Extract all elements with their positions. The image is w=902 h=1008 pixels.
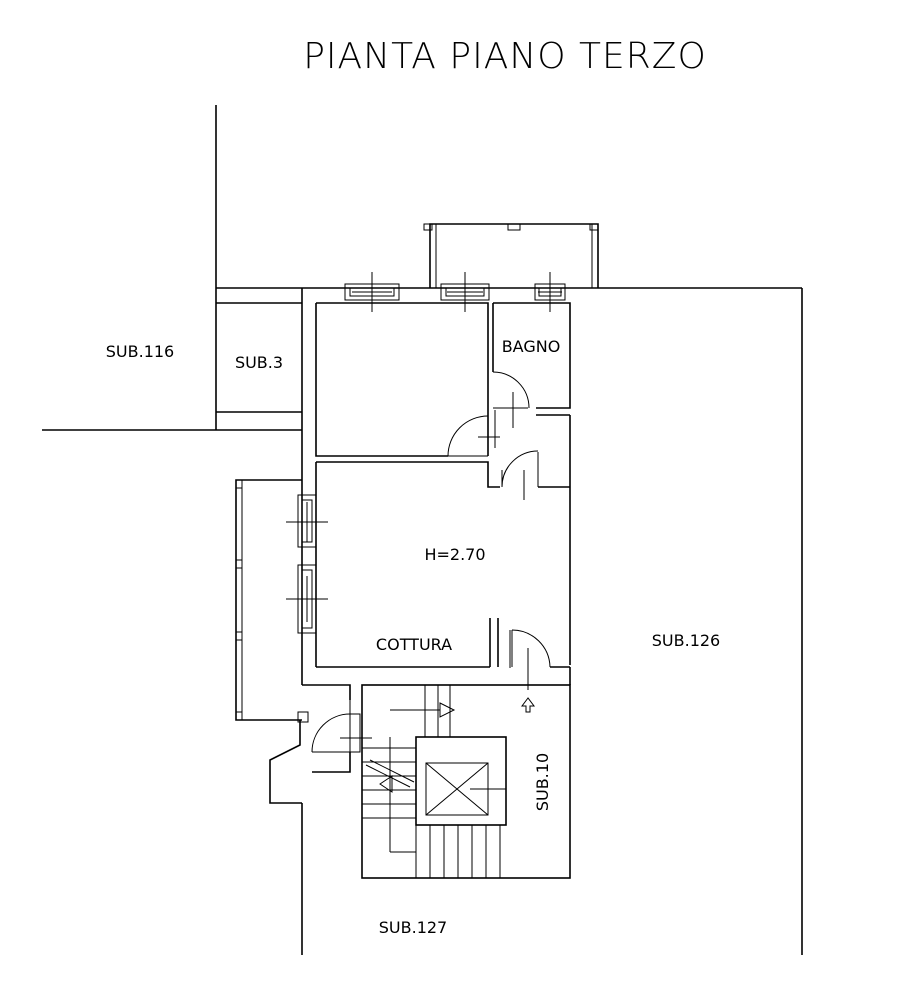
label-sub116: SUB.116 bbox=[106, 342, 174, 361]
label-cottura: COTTURA bbox=[376, 635, 452, 654]
label-sub10: SUB.10 bbox=[533, 753, 552, 811]
boundary-lines bbox=[42, 105, 803, 955]
label-sub126: SUB.126 bbox=[652, 631, 720, 650]
plan-title: PIANTA PIANO TERZO bbox=[303, 36, 707, 77]
label-bagno: BAGNO bbox=[502, 337, 561, 356]
top-windows bbox=[344, 272, 566, 312]
doors bbox=[269, 371, 551, 804]
staircase bbox=[361, 684, 571, 879]
label-sub127: SUB.127 bbox=[379, 918, 447, 937]
left-balcony bbox=[235, 479, 328, 721]
label-sub3: SUB.3 bbox=[235, 353, 283, 372]
label-height: H=2.70 bbox=[424, 545, 485, 564]
top-balcony bbox=[423, 223, 599, 288]
